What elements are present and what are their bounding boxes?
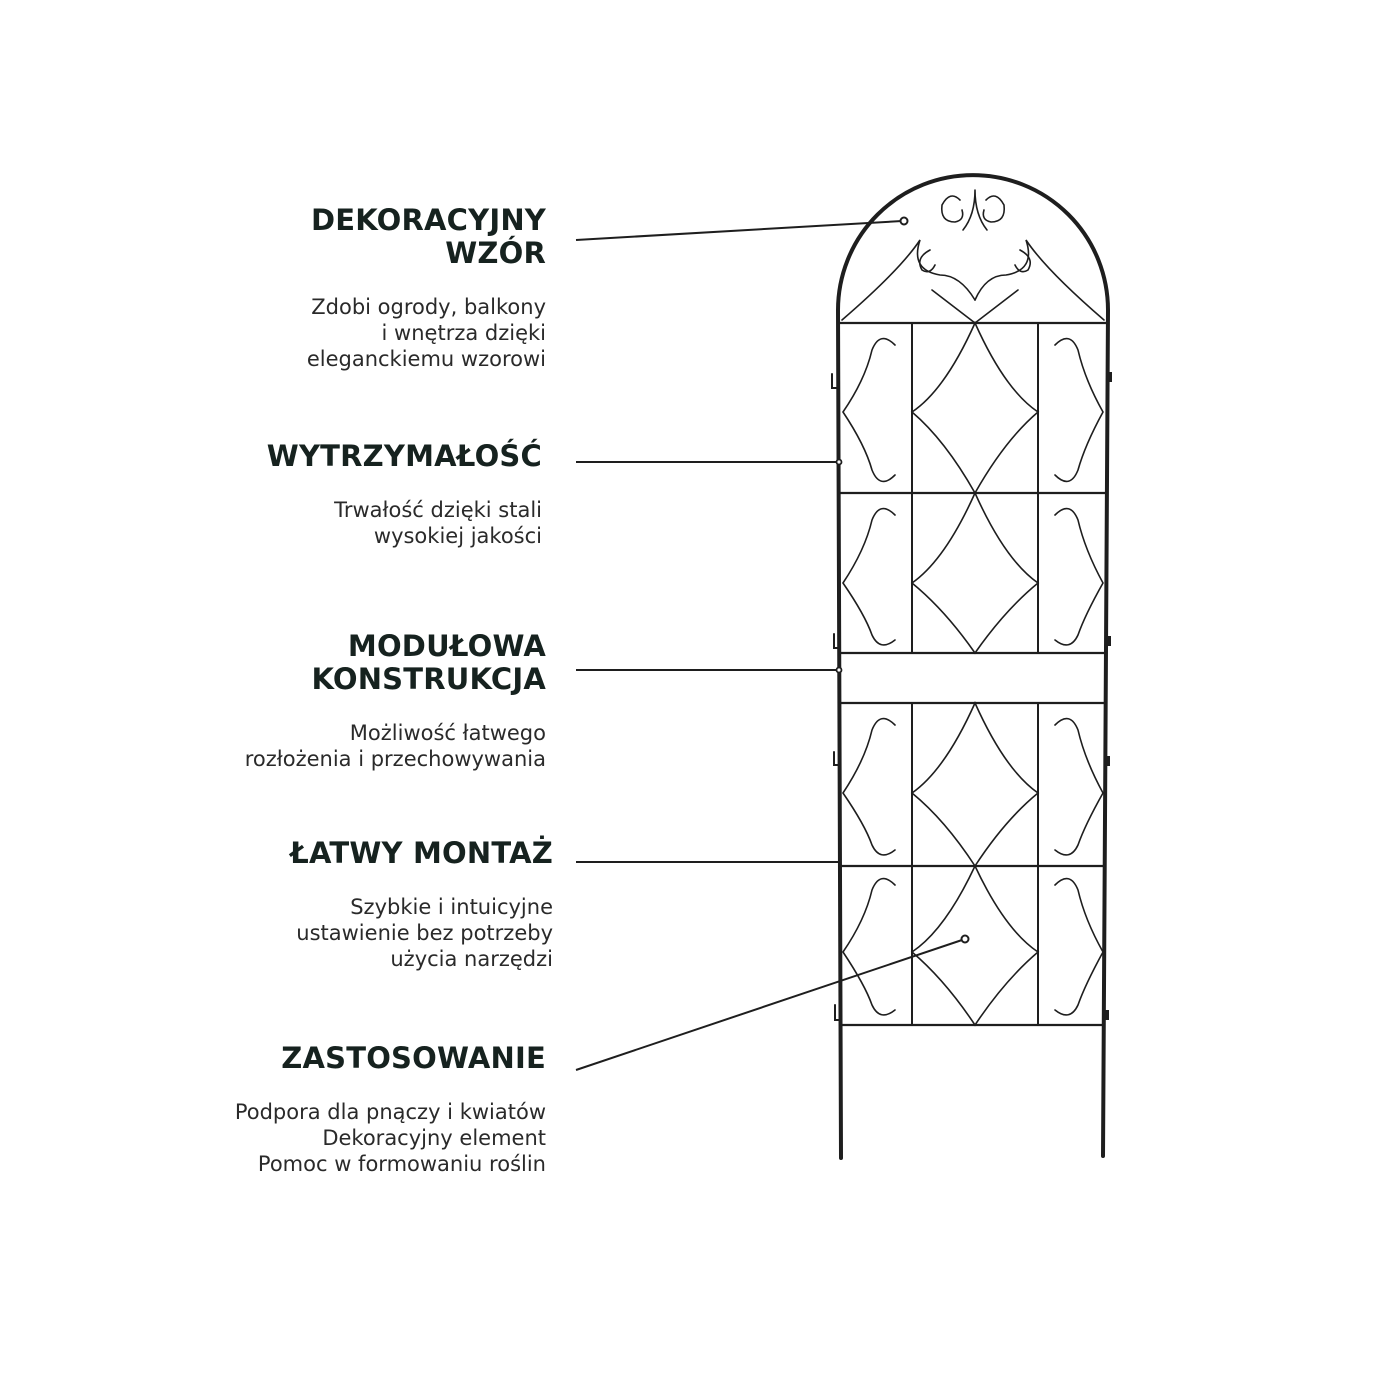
connector (1105, 756, 1110, 766)
hook (833, 633, 840, 649)
feature-title: ZASTOSOWANIE (281, 1041, 546, 1075)
arch-ornament (1014, 249, 1031, 273)
feature-title: DEKORACYJNY WZÓR (310, 203, 546, 270)
trellis-outer-frame (835, 173, 1111, 1160)
callout-dot (899, 216, 909, 226)
connector (1104, 1010, 1109, 1020)
diamond-ornament (910, 321, 1040, 495)
feature-application: ZASTOSOWANIE Podpora dla pnączy i kwiató… (235, 1042, 546, 1177)
connector (1106, 636, 1111, 646)
hook (834, 1004, 841, 1021)
callout-dot (960, 934, 970, 944)
arch-ornament (940, 195, 964, 223)
junction-dot (835, 666, 843, 674)
feature-description: Zdobi ogrody, balkony i wnętrza dzięki e… (306, 295, 546, 371)
junction-dots (835, 458, 843, 674)
hook (833, 751, 840, 766)
callout-lines (575, 220, 966, 1071)
feature-title: WYTRZYMAŁOŚĆ (266, 439, 542, 473)
feature-title: MODUŁOWA KONSTRUKCJA (311, 629, 546, 696)
arch-ornament (982, 195, 1006, 223)
feature-easy-assembly: ŁATWY MONTAŻ Szybkie i intuicyjne ustawi… (290, 837, 553, 972)
arch-ornament (841, 239, 976, 321)
callout-line (575, 220, 903, 241)
arch-ornament (962, 189, 988, 231)
feature-title: ŁATWY MONTAŻ (290, 836, 553, 870)
side-ornament (842, 717, 896, 856)
trellis-frame (831, 173, 1111, 1160)
feature-description: Możliwość łatwego rozłożenia i przechowy… (244, 721, 546, 771)
side-ornament (842, 337, 896, 483)
connector-blocks (1104, 372, 1112, 1020)
junction-dot (835, 458, 843, 466)
feature-description: Szybkie i intuicyjne ustawienie bez potr… (296, 895, 553, 971)
arch-ornament (919, 249, 936, 273)
side-ornament (842, 507, 896, 646)
feature-description: Trwałość dzięki stali wysokiej jakości (334, 498, 542, 548)
feature-modular-construction: MODUŁOWA KONSTRUKCJA Możliwość łatwego r… (245, 630, 546, 772)
diamond-ornament (910, 864, 1040, 1027)
side-ornament (1054, 717, 1104, 856)
feature-durability: WYTRZYMAŁOŚĆ Trwałość dzięki stali wysok… (267, 440, 542, 549)
side-ornament (1054, 507, 1104, 646)
side-ornament (1054, 337, 1104, 483)
side-ornament (1054, 877, 1104, 1016)
diamond-ornament (910, 701, 1040, 868)
feature-description: Podpora dla pnączy i kwiatów Dekoracyjny… (234, 1100, 546, 1176)
feature-decorative-pattern: DEKORACYJNY WZÓR Zdobi ogrody, balkony i… (307, 204, 546, 372)
connector (1107, 372, 1112, 382)
callout-dots (899, 216, 970, 944)
arch-ornament (931, 289, 1019, 324)
side-ornament (842, 877, 896, 1016)
hook (831, 373, 840, 389)
callout-line (575, 938, 966, 1071)
diamond-ornament (910, 491, 1040, 655)
